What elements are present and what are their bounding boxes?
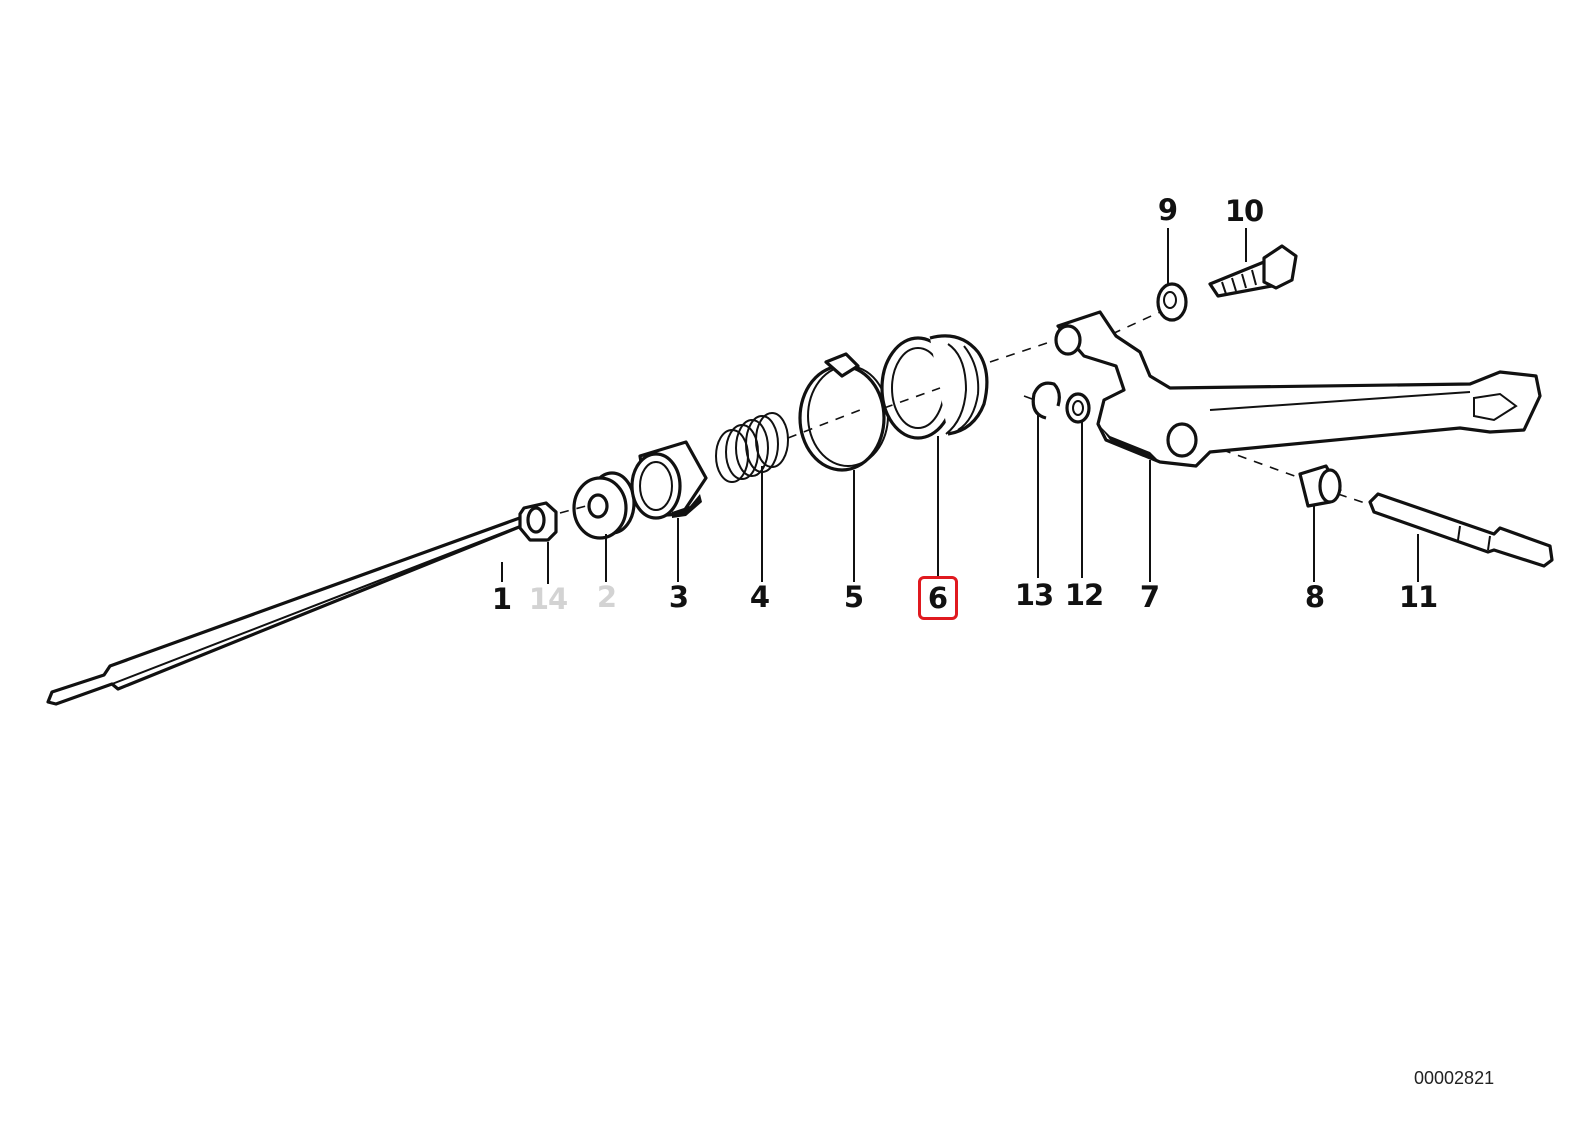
part-label-12[interactable]: 12 xyxy=(1064,578,1104,612)
part-7-lever-drawing[interactable] xyxy=(1054,310,1542,468)
part-label-5[interactable]: 5 xyxy=(843,580,865,614)
part-9-nut-drawing[interactable] xyxy=(1156,282,1188,322)
diagram-number: 00002821 xyxy=(1414,1068,1495,1088)
part-label-8[interactable]: 8 xyxy=(1304,580,1326,614)
part-label-4[interactable]: 4 xyxy=(749,580,771,614)
part-8-bushing-drawing[interactable] xyxy=(1298,464,1342,508)
part-label-7[interactable]: 7 xyxy=(1139,580,1161,614)
part-12-washer-drawing[interactable] xyxy=(1065,392,1091,424)
part-label-1[interactable]: 1 xyxy=(491,582,513,616)
part-3-sleeve-drawing[interactable] xyxy=(630,440,708,520)
part-label-6-selected[interactable]: 6 xyxy=(918,576,958,620)
part-11-pin-drawing[interactable] xyxy=(1368,492,1554,568)
part-13-circlip-drawing[interactable] xyxy=(1031,381,1061,420)
part-6-boot-drawing[interactable] xyxy=(880,334,989,440)
part-4-spring-drawing[interactable] xyxy=(715,412,789,483)
part-label-10[interactable]: 10 xyxy=(1224,194,1264,228)
leader-lines xyxy=(501,228,1419,584)
part-label-13[interactable]: 13 xyxy=(1014,578,1054,612)
part-label-14[interactable]: 14 xyxy=(528,582,568,616)
part-10-bolt-drawing[interactable] xyxy=(1208,244,1298,298)
part-label-11[interactable]: 11 xyxy=(1398,580,1438,614)
part-2-grommet-drawing[interactable] xyxy=(572,471,636,540)
part-1-pushrod-drawing[interactable] xyxy=(46,501,558,706)
part-label-9[interactable]: 9 xyxy=(1157,193,1179,227)
part-label-3[interactable]: 3 xyxy=(668,580,690,614)
part-5-clamp-drawing[interactable] xyxy=(798,352,889,472)
part-label-2[interactable]: 2 xyxy=(596,580,618,614)
